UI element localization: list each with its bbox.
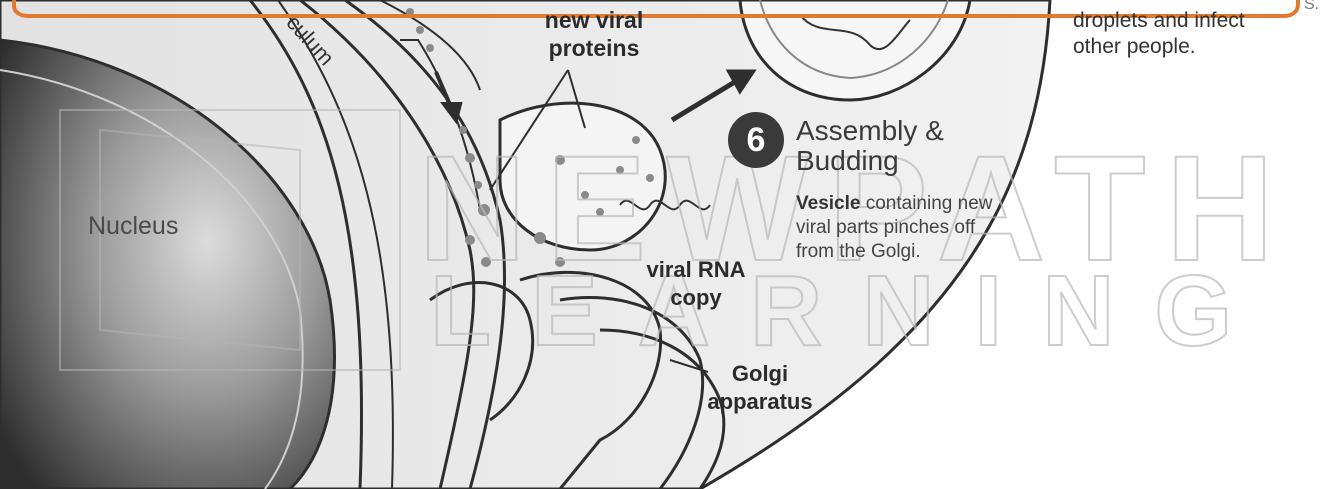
watermark-line2: LEARNING bbox=[430, 255, 1272, 367]
golgi-line2: apparatus bbox=[690, 388, 830, 416]
golgi-label: Golgi apparatus bbox=[690, 360, 830, 416]
step-title-line2: Budding bbox=[796, 146, 996, 176]
step-title-line1: Assembly & bbox=[796, 116, 996, 146]
step-description-bold: Vesicle bbox=[796, 193, 860, 214]
side-note-line2: other people. bbox=[1073, 34, 1313, 60]
new-viral-proteins-line1: new viral bbox=[520, 6, 668, 34]
corner-fragment: S. bbox=[1304, 0, 1319, 14]
side-note: droplets and infect other people. bbox=[1073, 8, 1313, 60]
new-viral-proteins-line2: proteins bbox=[520, 34, 668, 62]
viral-rna-line1: viral RNA bbox=[630, 256, 762, 284]
nucleus-label: Nucleus bbox=[88, 212, 178, 241]
step-description: Vesicle containing new viral parts pinch… bbox=[796, 192, 1006, 264]
golgi-line1: Golgi bbox=[690, 360, 830, 388]
side-note-line1: droplets and infect bbox=[1073, 8, 1313, 34]
new-viral-proteins-label: new viral proteins bbox=[520, 6, 668, 62]
viral-rna-line2: copy bbox=[630, 284, 762, 312]
viral-rna-label: viral RNA copy bbox=[630, 256, 762, 312]
step-title: Assembly & Budding bbox=[796, 116, 996, 176]
step-number-badge: 6 bbox=[728, 112, 784, 168]
